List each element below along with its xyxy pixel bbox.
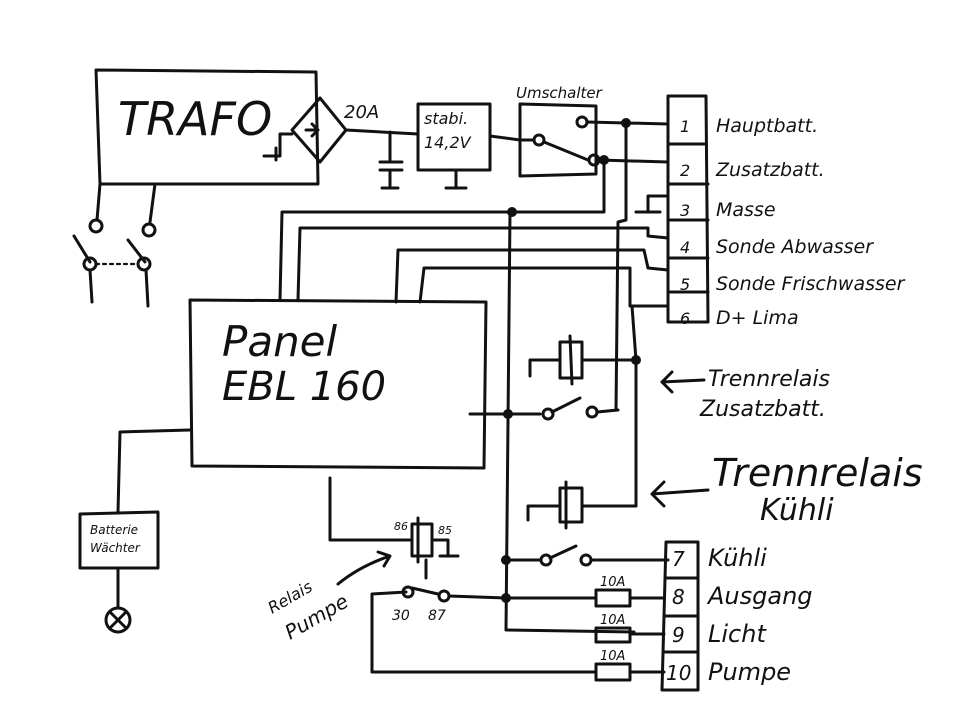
panel-block: Panel EBL 160	[188, 298, 488, 470]
capacitor	[378, 130, 404, 190]
panel-label-1: Panel	[222, 317, 338, 366]
terminal-7-number: 7	[672, 547, 685, 571]
terminal-6-number: 6	[680, 309, 690, 328]
terminal-5-label: Sonde Frischwasser	[716, 273, 906, 295]
relay-pin-86: 86	[394, 520, 408, 533]
batterie-waechter: Batterie Wächter	[78, 428, 192, 634]
terminal-3-number: 3	[680, 201, 690, 220]
trafo-label: TRAFO	[118, 92, 272, 146]
terminal-3-label: Masse	[716, 199, 776, 221]
panel-label-2: EBL 160	[222, 364, 386, 410]
terminal-9-number: 9	[672, 623, 685, 647]
relay-pin-87: 87	[428, 608, 446, 624]
terminal-strip-bottom	[660, 540, 700, 692]
fuse-pumpe-label: 10A	[600, 649, 625, 664]
umschalter-label: Umschalter	[516, 84, 603, 102]
relay-pin-30: 30	[392, 608, 410, 624]
fuse-pumpe: 10A	[370, 590, 666, 682]
annotation-trennrelais-zusatz: Trennrelais Zusatzbatt.	[660, 367, 830, 422]
terminal-5-number: 5	[680, 275, 690, 294]
wire-stabi-umschalter	[488, 134, 522, 142]
rectifier: 20A	[262, 96, 379, 164]
relais-pumpe: 86 85 30 87	[328, 476, 508, 624]
terminal-strip-top	[666, 94, 710, 324]
terminal-4-number: 4	[680, 238, 690, 257]
terminal-9-label: Licht	[708, 620, 767, 648]
stabi-label-2: 14,2V	[424, 133, 472, 152]
terminal-2-label: Zusatzbatt.	[715, 159, 825, 181]
terminal-1-label: Hauptbatt.	[716, 115, 818, 137]
trafo-block: TRAFO	[94, 68, 320, 186]
batterie-label-2: Wächter	[90, 541, 141, 555]
masse-ground	[634, 194, 670, 214]
fuse-licht: 10A	[594, 613, 666, 644]
trennrelais-zusatz-label-2: Zusatzbatt.	[699, 397, 826, 422]
fuse-ausgang-label: 10A	[600, 575, 625, 590]
main-bus	[504, 210, 636, 634]
wire-rectifier-stabi	[344, 128, 420, 136]
batterie-label-1: Batterie	[90, 523, 138, 537]
terminal-8-number: 8	[672, 585, 685, 609]
trennrelais-zusatz-label-1: Trennrelais	[708, 367, 830, 392]
trennrelais-kuehli	[501, 480, 670, 567]
terminal-10-number: 10	[666, 661, 691, 685]
fuse-ausgang: 10A	[501, 575, 666, 608]
trafo-switch	[72, 182, 157, 308]
annotation-trennrelais-kuehli: Trennrelais Kühli	[650, 451, 923, 528]
fuse-licht-label: 10A	[600, 613, 625, 628]
terminal-4-label: Sonde Abwasser	[716, 236, 874, 258]
panel-top-wires	[278, 158, 670, 308]
terminal-1-number: 1	[680, 117, 690, 136]
wire-hauptbatt-down	[614, 121, 628, 412]
wire-to-term2	[597, 158, 670, 164]
relay-pin-85: 85	[438, 524, 452, 537]
fuse-20a-label: 20A	[344, 102, 379, 123]
stabi-block: stabi. 14,2V	[416, 102, 492, 190]
terminal-7-label: Kühli	[708, 544, 767, 572]
trennrelais-kuehli-label-1: Trennrelais	[712, 451, 923, 495]
stabi-label-1: stabi.	[424, 109, 468, 128]
terminal-8-label: Ausgang	[706, 582, 813, 610]
terminal-2-number: 2	[680, 161, 690, 180]
terminal-10-label: Pumpe	[708, 658, 791, 686]
umschalter-block: Umschalter	[516, 84, 603, 178]
trennrelais-zusatz	[468, 304, 641, 508]
terminal-6-label: D+ Lima	[716, 307, 799, 329]
trennrelais-kuehli-label-2: Kühli	[760, 493, 834, 528]
